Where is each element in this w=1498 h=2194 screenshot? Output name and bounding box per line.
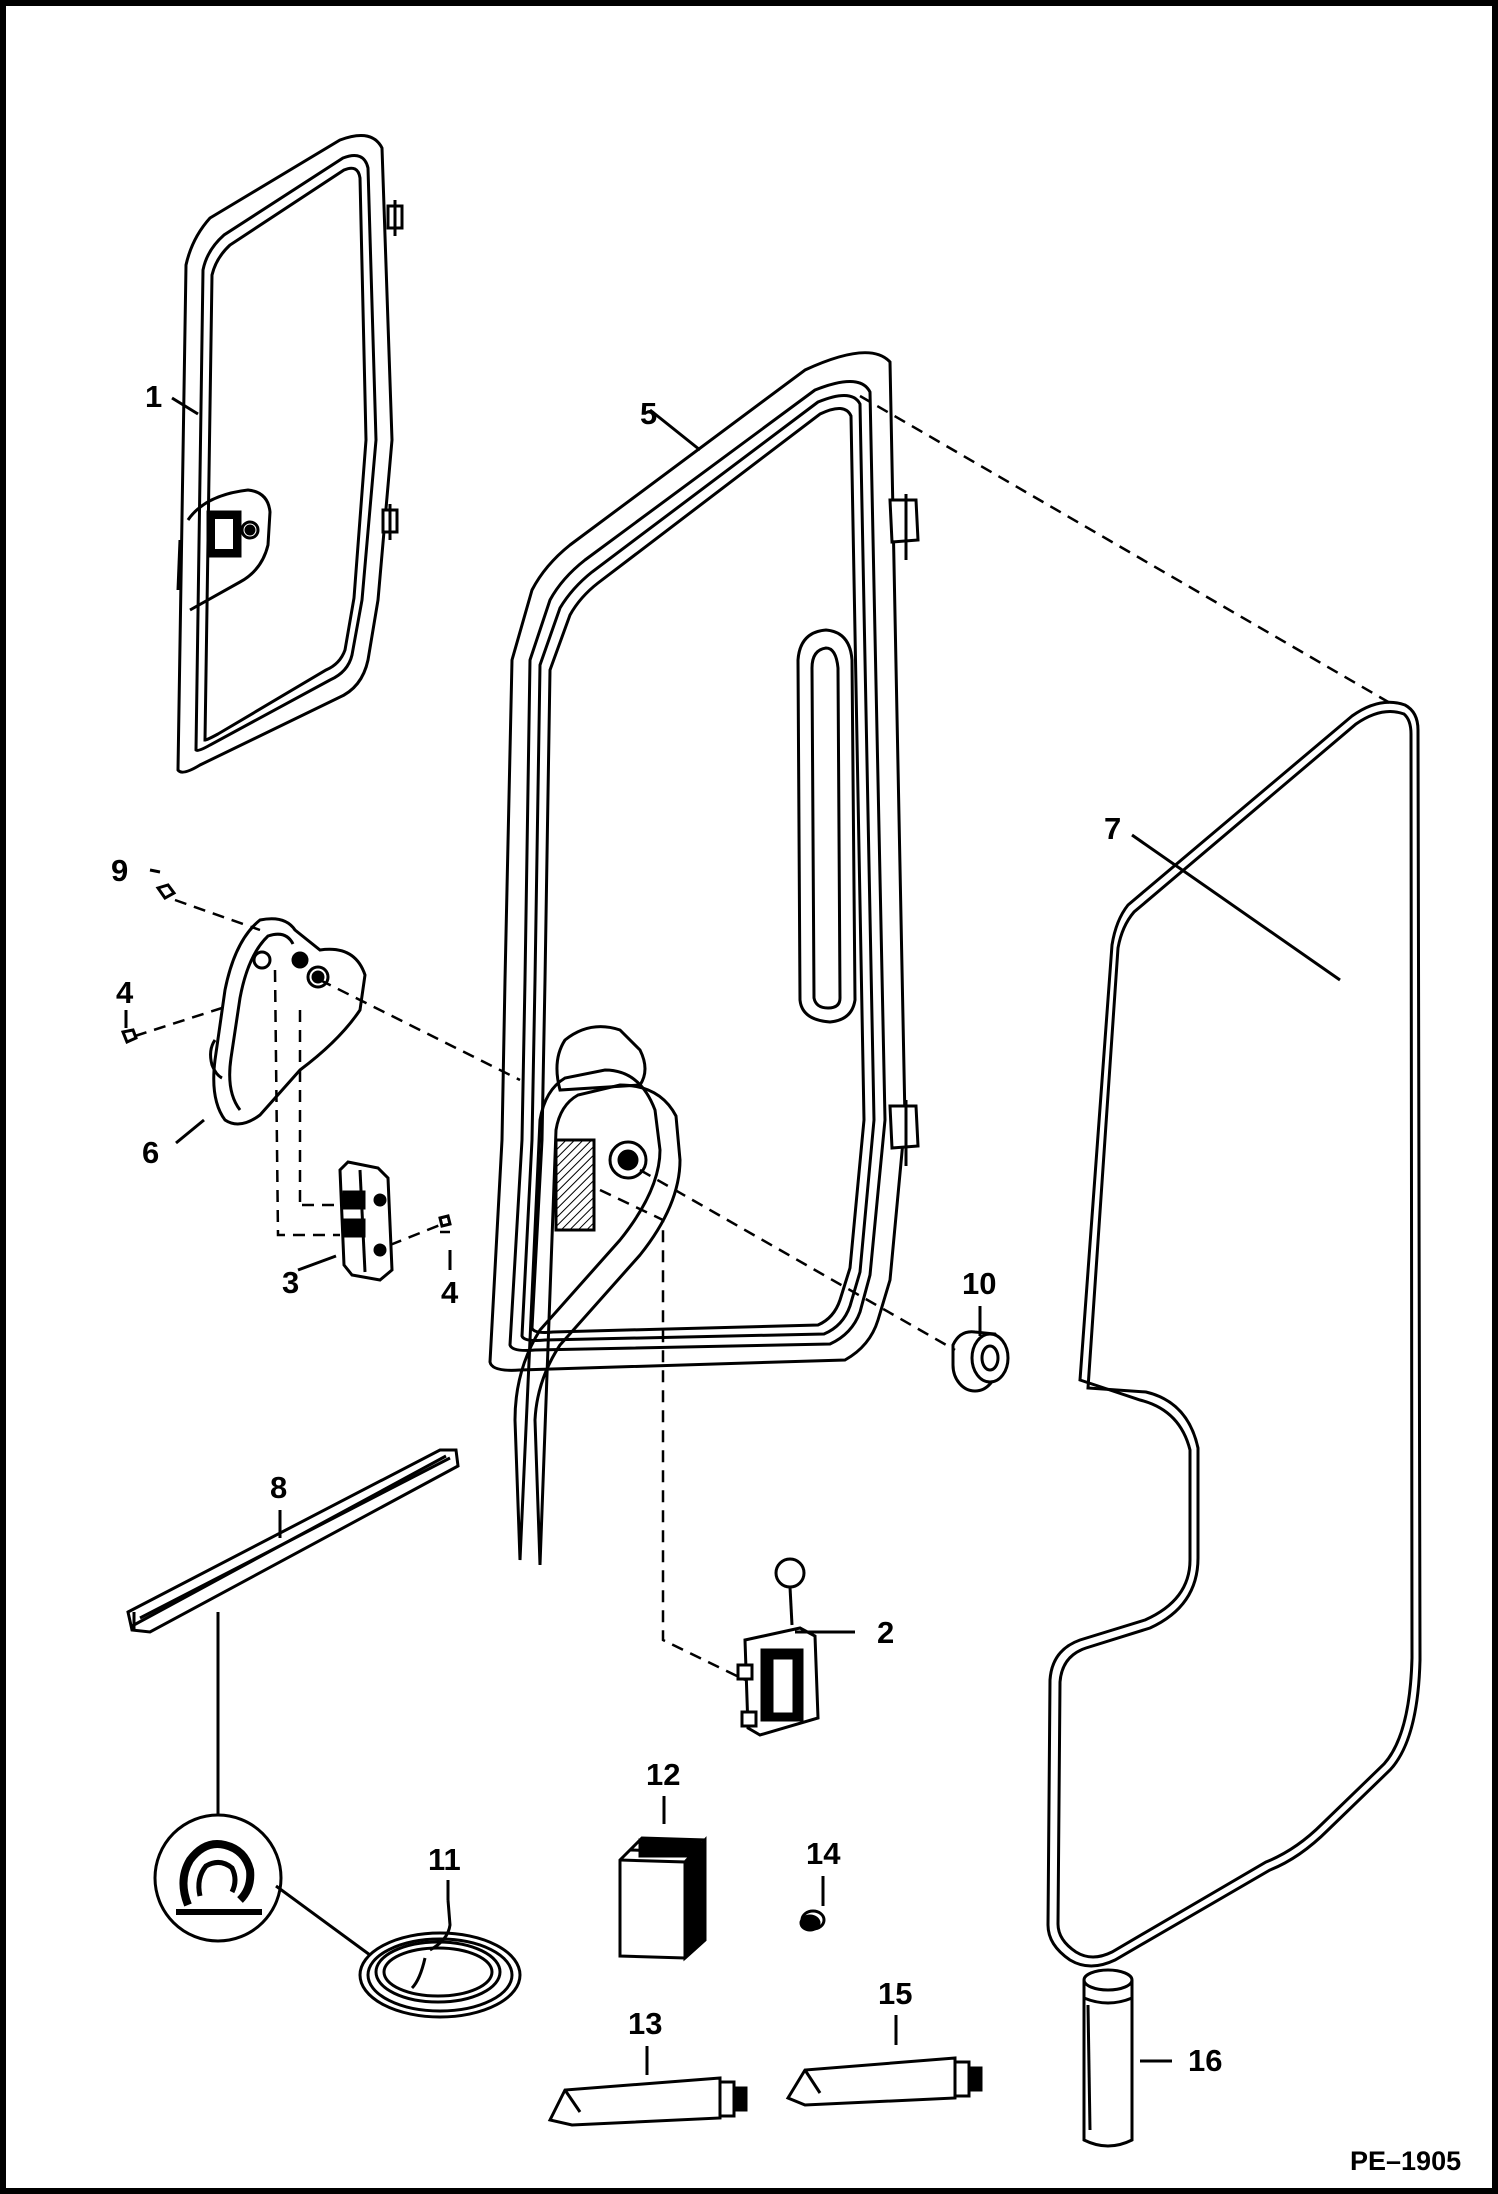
part-1-small-door-frame: [176, 134, 404, 774]
assembly-dashed-lines: [134, 394, 1391, 1682]
part-14-nut: [799, 1909, 826, 1932]
callout-2: 2: [877, 1615, 894, 1650]
callout-5: 5: [640, 396, 657, 431]
part-3-latch-bracket: [338, 1160, 394, 1282]
part-16-spray-can: [1082, 1968, 1134, 2148]
part-13-tube: [547, 2076, 748, 2127]
part-6-latch-cover: [209, 917, 367, 1126]
callout-10: 10: [962, 1266, 996, 1301]
callout-6: 6: [142, 1135, 159, 1170]
callout-4-right: 4: [441, 1275, 459, 1310]
part-11-seal-cord: [358, 1899, 522, 2019]
callout-7: 7: [1104, 811, 1121, 846]
callout-16: 16: [1188, 2043, 1222, 2078]
fastener-details: [120, 883, 452, 1228]
callout-14: 14: [806, 1836, 841, 1871]
callout-4-left: 4: [116, 975, 134, 1010]
part-5-main-door-frame: [488, 351, 920, 1566]
callout-leader-lines: [124, 396, 1341, 2075]
callout-11: 11: [428, 1842, 461, 1877]
callout-3: 3: [282, 1265, 299, 1300]
part-12-block: [618, 1836, 707, 1962]
callout-12: 12: [646, 1757, 680, 1792]
seal-to-cord-leader: [275, 1884, 371, 1957]
callout-8: 8: [270, 1470, 287, 1505]
part-4-screw-left: [120, 1028, 138, 1045]
seal-profile-detail: [153, 1813, 283, 1943]
callout-15: 15: [878, 1976, 912, 2011]
callout-labels: 1 2 3 4 4 5 6 7 8 9 10 11 12 13 14 15 16…: [111, 379, 1461, 2176]
part-10-bushing: [951, 1330, 1010, 1393]
part-9-screw: [155, 883, 177, 900]
callout-1: 1: [145, 379, 162, 414]
reference-code: PE–1905: [1350, 2146, 1461, 2176]
part-15-tube: [785, 2056, 983, 2107]
part-2-latch-handle: [736, 1557, 820, 1737]
part-4-screw-right: [438, 1214, 452, 1228]
callout-9: 9: [111, 853, 128, 888]
part-7-glass-panel: [1046, 700, 1422, 1968]
callout-13: 13: [628, 2006, 662, 2041]
part-8-seal-strip: [126, 1448, 460, 1634]
